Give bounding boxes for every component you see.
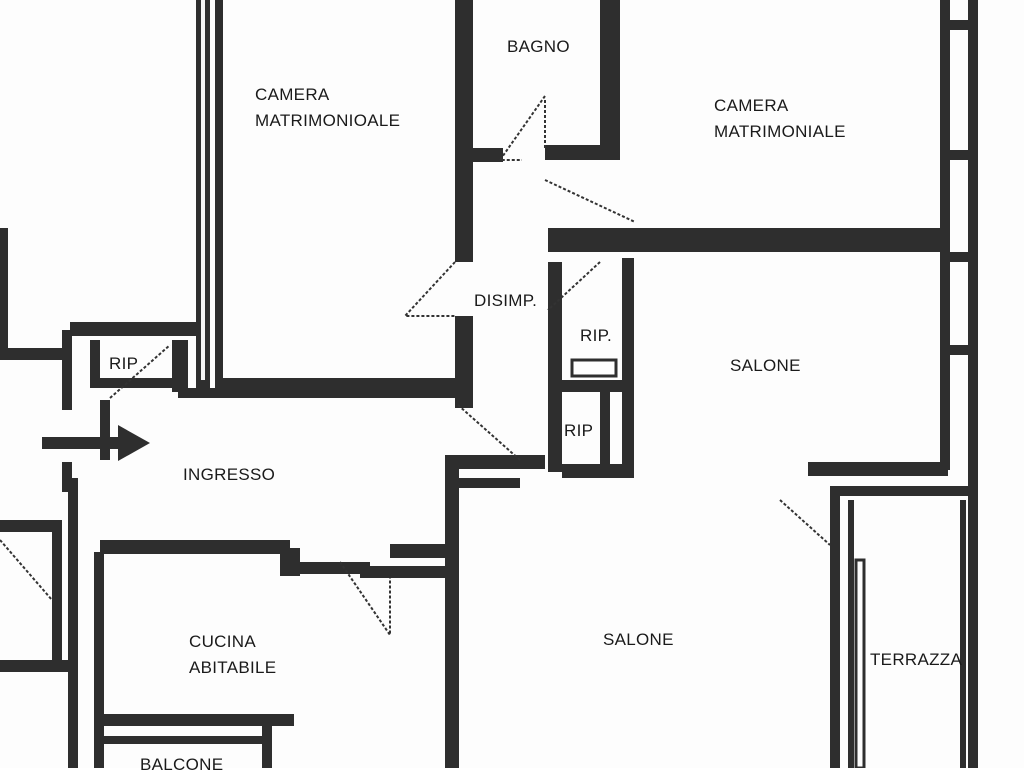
room-label-line: CUCINA <box>189 632 256 651</box>
wall <box>100 400 110 460</box>
room-label-balcone: BALCONE <box>140 755 224 774</box>
door-swing <box>339 561 391 639</box>
door-swing <box>109 344 171 399</box>
wall <box>68 478 78 768</box>
door-swing <box>547 261 601 311</box>
door-swing <box>498 95 546 161</box>
entrance-arrow-head <box>118 425 150 461</box>
room-label-terrazza: TERRAZZA <box>870 650 963 669</box>
wall <box>70 322 200 336</box>
room-label-line: CAMERA <box>714 96 789 115</box>
wall <box>62 330 72 410</box>
door-swing <box>779 499 831 546</box>
room-label-cucina: CUCINA ABITABILE <box>189 629 276 681</box>
wall <box>830 496 840 768</box>
wall <box>445 455 545 469</box>
entrance-arrow <box>42 437 122 449</box>
door-swing <box>402 261 456 317</box>
wall <box>622 258 634 478</box>
wall <box>545 145 620 160</box>
wall <box>178 388 468 398</box>
wall <box>290 562 370 574</box>
wall <box>830 486 975 496</box>
shelf <box>570 358 618 378</box>
room-label-line: MATRIMONIOALE <box>255 111 401 130</box>
wall <box>600 0 620 160</box>
window <box>854 558 866 768</box>
wall <box>960 500 966 768</box>
wall <box>94 552 104 768</box>
wall <box>360 566 450 578</box>
wall <box>950 150 968 160</box>
room-label-ingresso: INGRESSO <box>183 465 276 484</box>
room-label-disimpegno: DISIMP. <box>474 291 538 310</box>
wall <box>0 660 70 672</box>
wall <box>600 392 610 464</box>
wall <box>390 544 450 558</box>
room-label-camera-matrimoniale: CAMERA MATRIMONIALE <box>714 93 846 145</box>
wall <box>562 380 622 392</box>
wall <box>90 378 180 388</box>
door-swing <box>457 404 521 461</box>
wall <box>262 720 272 768</box>
wall <box>940 0 950 470</box>
wall <box>950 252 968 262</box>
wall <box>215 378 465 390</box>
room-label-salone-lower: SALONE <box>603 630 674 649</box>
wall <box>548 228 948 252</box>
wall <box>458 478 520 488</box>
wall <box>62 462 72 492</box>
wall <box>0 520 62 532</box>
wall <box>90 340 100 380</box>
wall <box>455 316 473 408</box>
room-label-camera-matrimonioale: CAMERA MATRIMONIOALE <box>255 82 400 134</box>
door-swing <box>0 539 53 601</box>
room-label-ripostiglio: RIP <box>564 421 594 440</box>
wall <box>0 228 8 358</box>
wall <box>52 530 62 660</box>
wall <box>808 462 948 476</box>
room-label-ripostiglio: RIP <box>109 354 139 373</box>
wall <box>455 0 473 262</box>
room-label-ripostiglio: RIP. <box>580 326 613 345</box>
wall <box>548 262 562 472</box>
room-label-line: ABITABILE <box>189 658 277 677</box>
wall <box>201 0 205 380</box>
room-label-line: MATRIMONIALE <box>714 122 846 141</box>
wall <box>950 345 968 355</box>
wall <box>104 714 294 726</box>
wall <box>968 0 978 768</box>
wall <box>562 464 632 478</box>
wall <box>100 540 290 554</box>
wall <box>848 500 854 768</box>
room-label-salone-upper: SALONE <box>730 356 801 375</box>
wall <box>445 455 459 768</box>
wall <box>172 340 188 392</box>
wall <box>950 20 968 30</box>
door-swing <box>544 179 636 223</box>
wall <box>104 736 264 744</box>
room-label-line: CAMERA <box>255 85 330 104</box>
wall <box>473 148 503 162</box>
wall <box>215 0 223 390</box>
room-label-bagno: BAGNO <box>507 37 570 56</box>
wall <box>0 348 70 360</box>
